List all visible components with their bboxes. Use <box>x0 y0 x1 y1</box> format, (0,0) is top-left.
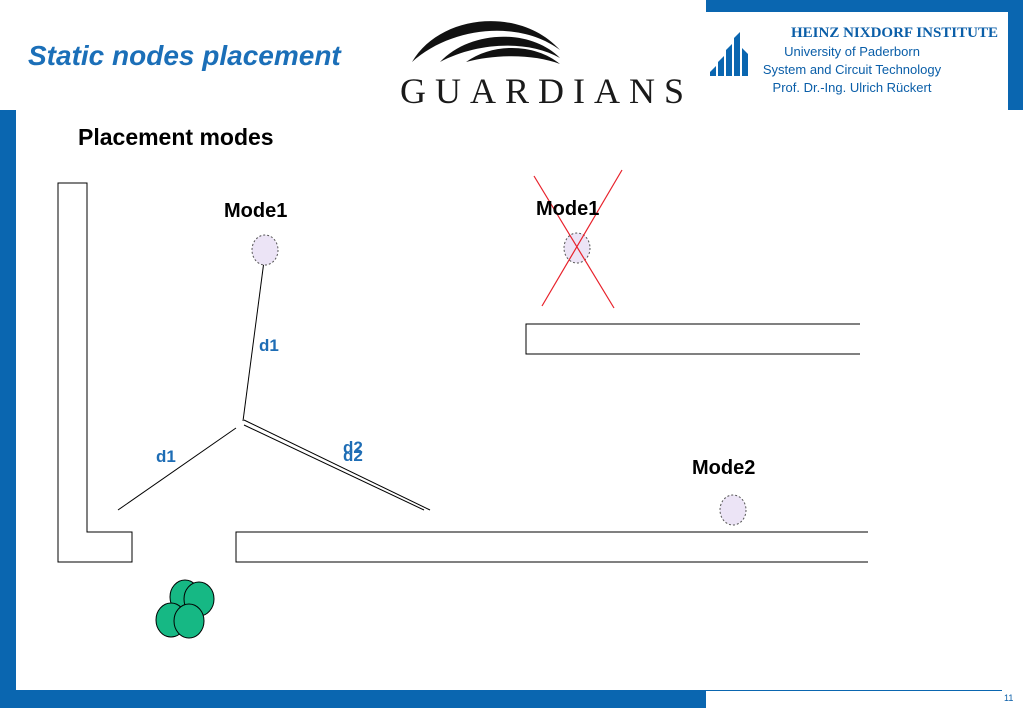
left-brand-bar <box>0 110 16 708</box>
mode2-label: Mode2 <box>692 457 756 479</box>
institute-university: University of Paderborn <box>784 44 920 59</box>
mode1-node <box>251 234 279 266</box>
institute-professor: Prof. Dr.-Ing. Ulrich Rückert <box>772 80 932 95</box>
section-heading: Placement modes <box>78 124 274 150</box>
left-l-wall <box>57 182 133 563</box>
d2-label-b: d2 <box>343 446 363 465</box>
d1-left-label: d1 <box>156 447 176 466</box>
bottom-wall <box>235 531 868 563</box>
d2-line-a <box>243 419 431 511</box>
mode1-label: Mode1 <box>224 200 288 222</box>
mode1-invalid-label: Mode1 <box>536 198 600 220</box>
institute-group: System and Circuit Technology <box>762 62 942 77</box>
institute-name: HEINZ NIXDORF INSTITUTE <box>791 25 998 41</box>
guardians-logo-text: GUARDIANS <box>400 71 694 111</box>
d1-vertical-line <box>242 260 265 422</box>
top-right-brand-bar <box>706 0 1023 12</box>
invalid-cross-icon <box>533 169 623 309</box>
bottom-brand-bar <box>16 690 706 708</box>
middle-wall <box>525 323 860 355</box>
d2-line-b <box>243 424 425 511</box>
mode2-node <box>719 494 747 526</box>
distance-lines <box>117 260 431 511</box>
page-number: 11 <box>1004 693 1014 703</box>
slide-title: Static nodes placement <box>28 40 341 71</box>
d1-vertical-label: d1 <box>259 336 279 355</box>
d1-left-line <box>117 427 237 511</box>
walls <box>57 182 868 563</box>
node-cluster-icon <box>155 579 215 639</box>
bottom-right-rule <box>706 690 1002 691</box>
guardians-swoosh-icon <box>412 21 560 64</box>
right-brand-bar <box>1008 0 1023 110</box>
d2-label-a: d2 <box>343 438 363 457</box>
hni-logo-icon <box>710 32 748 76</box>
